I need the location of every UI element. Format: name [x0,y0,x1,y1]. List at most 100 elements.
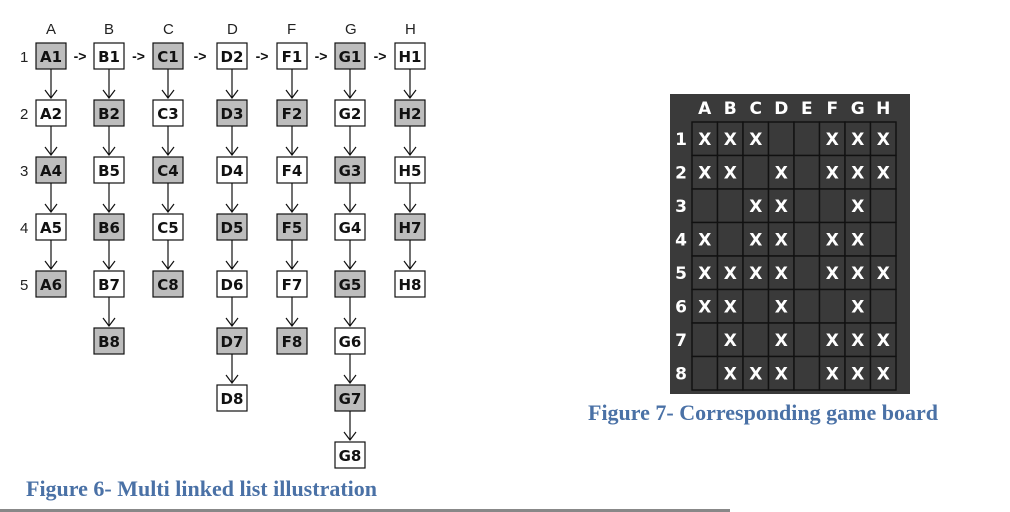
board-mark-x: X [826,364,839,384]
node-d6 [216,270,248,298]
node-label-g3: G3 [339,162,362,180]
node-label-g7: G7 [339,390,362,408]
down-arrow-head [102,146,116,156]
board-column-h: H [876,99,890,119]
board-cell [869,355,897,391]
board-cell [742,255,770,291]
board-mark-x: X [724,163,737,183]
row-number-4: 4 [20,220,28,237]
board-mark-x: X [775,264,788,284]
down-arrow-head [343,317,357,327]
board-mark-x: X [698,297,711,317]
board-column-f: F [826,99,838,119]
down-arrow-head [44,203,58,213]
node-label-b5: B5 [98,162,120,180]
node-f8 [276,327,308,355]
node-label-h8: H8 [399,276,422,294]
board-mark-x: X [749,130,762,150]
down-arrow-head [225,203,239,213]
down-arrow-head [44,89,58,99]
node-d8 [216,384,248,412]
board-mark-x: X [877,163,890,183]
right-arrow: -> [74,48,87,64]
node-label-h2: H2 [399,105,422,123]
down-arrow-head [285,146,299,156]
node-d2 [216,42,248,70]
board-mark-x: X [826,230,839,250]
board-cell [716,355,744,391]
board-mark-x: X [851,130,864,150]
board-cell [818,355,846,391]
board-mark-x: X [724,130,737,150]
board-mark-x: X [775,163,788,183]
board-cell [716,322,744,358]
board-mark-x: X [826,163,839,183]
board-mark-x: X [775,230,788,250]
node-g7 [334,384,366,412]
board-column-g: G [851,99,865,119]
node-label-f5: F5 [282,219,303,237]
node-h8 [394,270,426,298]
board-mark-x: X [851,163,864,183]
board-column-c: C [750,99,762,119]
right-arrow: -> [374,48,387,64]
node-label-a5: A5 [40,219,62,237]
node-label-a2: A2 [40,105,62,123]
node-b1 [93,42,125,70]
node-b2 [93,99,125,127]
board-mark-x: X [724,364,737,384]
board-row-7: 7 [675,331,687,351]
down-arrow-head [343,89,357,99]
node-label-c4: C4 [157,162,178,180]
down-arrow-head [44,260,58,270]
node-label-c5: C5 [157,219,178,237]
board-cell [691,188,719,224]
column-letter-a: A [46,21,56,38]
down-arrow-head [102,203,116,213]
down-arrow-head [161,260,175,270]
node-c3 [152,99,184,127]
node-b8 [93,327,125,355]
board-cell [844,221,872,257]
board-cell [869,322,897,358]
board-row-2: 2 [675,163,687,183]
node-label-a1: A1 [40,48,62,66]
right-arrow: -> [132,48,145,64]
down-arrow-head [343,260,357,270]
board-cell [716,288,744,324]
node-label-a4: A4 [40,162,62,180]
board-cell [691,221,719,257]
board-mark-x: X [851,264,864,284]
row-number-1: 1 [20,49,28,66]
down-arrow-head [285,317,299,327]
down-arrow-head [403,89,417,99]
figure-6-caption: Figure 6- Multi linked list illustration [26,476,378,501]
column-letter-b: B [104,21,114,38]
board-cell [767,121,795,157]
board-cell [869,288,897,324]
node-g8 [334,441,366,469]
node-label-a6: A6 [40,276,62,294]
board-cell [793,221,821,257]
down-arrow-head [343,374,357,384]
board-mark-x: X [698,130,711,150]
board-mark-x: X [851,364,864,384]
node-label-g5: G5 [339,276,362,294]
node-a4 [35,156,67,184]
column-letter-g: G [345,21,357,38]
node-label-g4: G4 [339,219,362,237]
node-h1 [394,42,426,70]
board-cell [742,288,770,324]
node-g5 [334,270,366,298]
right-arrow: -> [194,48,207,64]
board-cell [844,188,872,224]
down-arrow-head [102,260,116,270]
board-mark-x: X [749,364,762,384]
board-cell [793,188,821,224]
board-cell [767,154,795,190]
down-arrow-head [343,431,357,441]
node-label-d3: D3 [221,105,244,123]
column-letter-f: F [287,21,296,38]
